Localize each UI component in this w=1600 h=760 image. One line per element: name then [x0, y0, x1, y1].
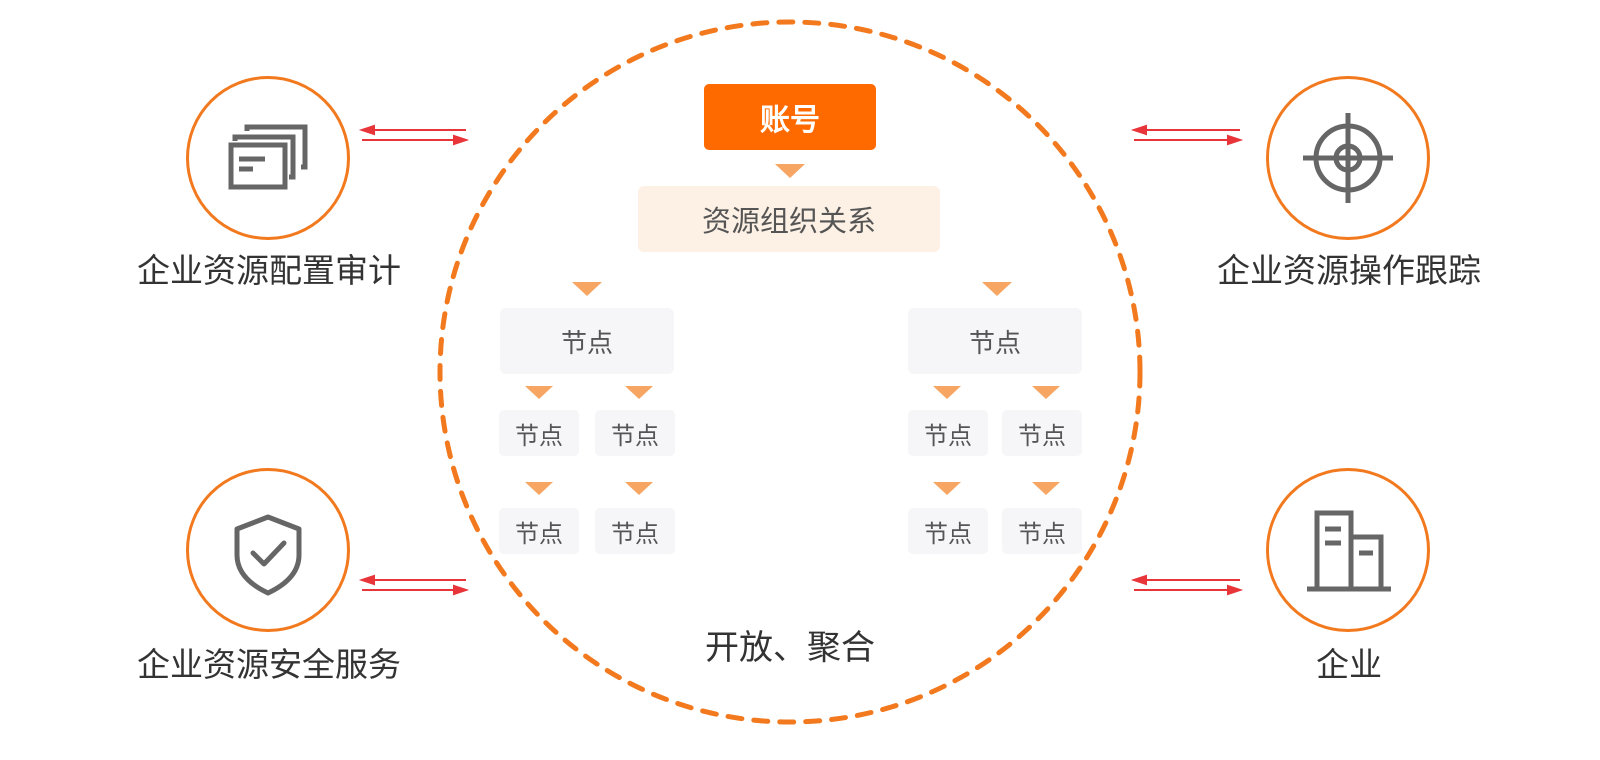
feature-label-enterprise: 企业	[1316, 645, 1382, 684]
dashed-boundary-circle	[437, 19, 1143, 725]
arrow-down-triangle	[625, 482, 653, 495]
tree-left-l3-node: 节点	[595, 508, 675, 554]
tree-left-l3-node: 节点	[499, 508, 579, 554]
tree-right-l3-node: 节点	[908, 508, 988, 554]
arrow-down-triangle	[625, 386, 653, 399]
tree-left-l2-node: 节点	[499, 410, 579, 456]
config-audit-circle	[186, 76, 350, 240]
arrow-bottom-left	[358, 574, 470, 596]
arrow-top-right	[1130, 124, 1244, 146]
feature-label-config-audit: 企业资源配置审计	[137, 251, 401, 290]
tree-right-l3-node: 节点	[1002, 508, 1082, 554]
arrow-down-triangle	[933, 386, 961, 399]
tree-right-root-node: 节点	[908, 308, 1082, 374]
building-icon	[1307, 510, 1391, 592]
resource-org-relation-box: 资源组织关系	[638, 186, 940, 252]
arrow-down-triangle	[525, 386, 553, 399]
account-box: 账号	[704, 84, 876, 150]
target-crosshair-icon	[1303, 113, 1393, 203]
arrow-bottom-right	[1130, 574, 1244, 596]
arrow-down-triangle	[982, 282, 1012, 296]
arrow-down-triangle	[572, 282, 602, 296]
arrow-down-triangle	[525, 482, 553, 495]
arrow-down-triangle	[933, 482, 961, 495]
security-service-circle	[186, 468, 350, 632]
arrow-down-triangle	[775, 164, 805, 178]
enterprise-circle	[1266, 468, 1430, 632]
feature-label-operation-tracking: 企业资源操作跟踪	[1217, 251, 1481, 290]
config-window-icon	[228, 124, 308, 190]
arrow-top-left	[358, 124, 470, 146]
tree-right-l2-node: 节点	[1002, 410, 1082, 456]
tree-right-l2-node: 节点	[908, 410, 988, 456]
tree-left-root-node: 节点	[500, 308, 674, 374]
operation-tracking-circle	[1266, 76, 1430, 240]
arrow-down-triangle	[1032, 386, 1060, 399]
tree-left-l2-node: 节点	[595, 410, 675, 456]
shield-check-icon	[234, 514, 302, 596]
feature-label-security-service: 企业资源安全服务	[137, 645, 401, 684]
arrow-down-triangle	[1032, 482, 1060, 495]
center-caption: 开放、聚合	[705, 628, 875, 668]
